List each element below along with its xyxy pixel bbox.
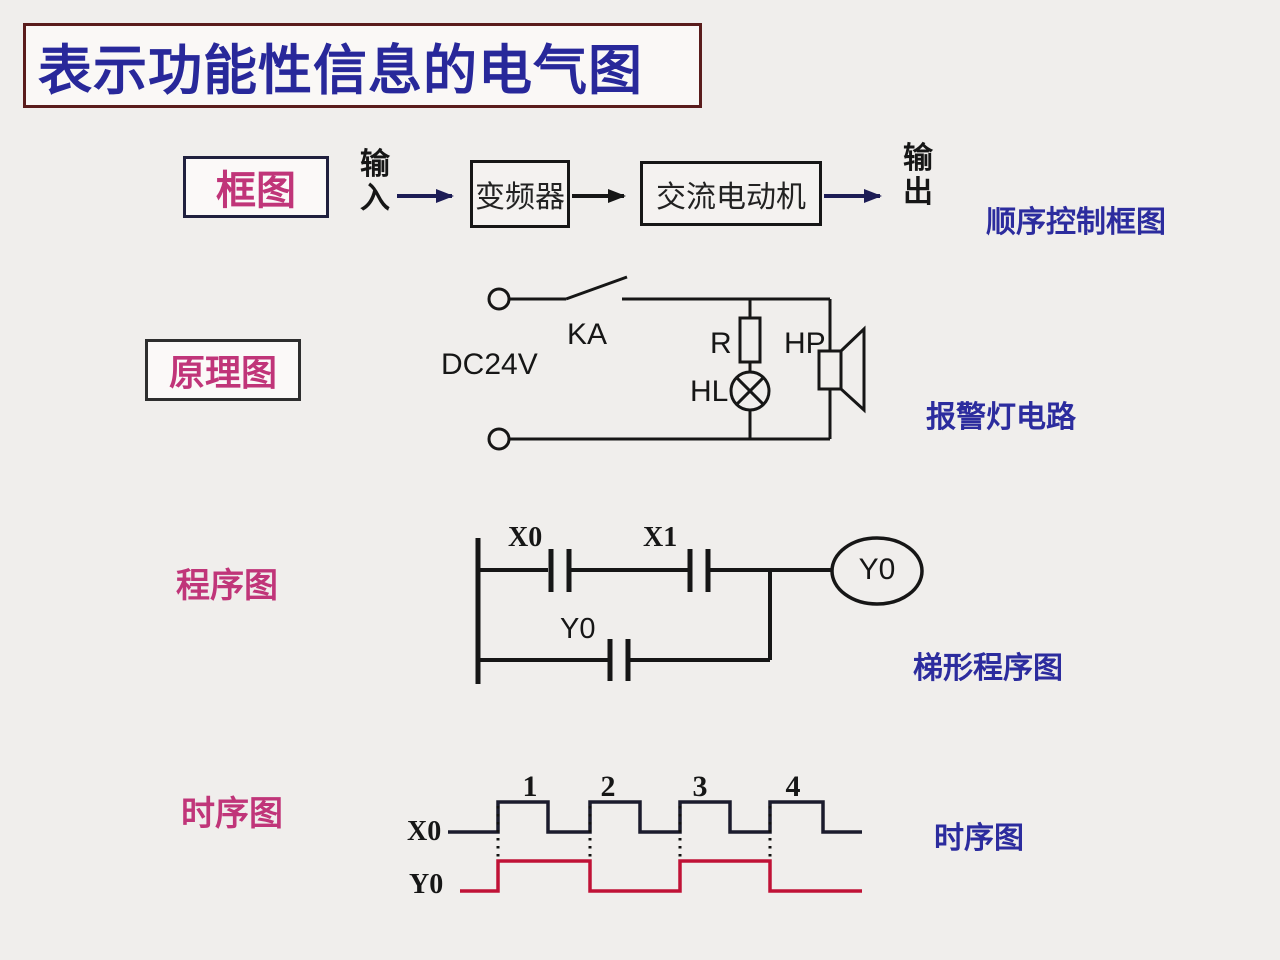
resistor-symbol — [738, 316, 762, 364]
resistor-label: R — [710, 327, 732, 360]
coil-y0-symbol — [830, 536, 924, 606]
switch-blade — [565, 275, 628, 301]
block-diagram-label-box: 框图 — [183, 156, 329, 218]
x0-waveform — [448, 800, 862, 834]
pulse-number-3: 3 — [692, 770, 708, 803]
timing-caption: 时序图 — [934, 822, 1024, 855]
pulse-number-1: 1 — [522, 770, 538, 803]
ladder-caption: 梯形程序图 — [913, 652, 1063, 685]
relay-contact-label: KA — [567, 318, 608, 351]
signal-x0-label: X0 — [407, 816, 442, 847]
pulse-number-4: 4 — [785, 770, 801, 803]
motor-box: 交流电动机 — [640, 161, 822, 226]
schematic-label: 原理图 — [168, 353, 277, 393]
coil-y0-label: Y0 — [858, 553, 896, 586]
power-label: DC24V — [441, 348, 538, 381]
timing-label: 时序图 — [181, 796, 283, 833]
output-label: 输出 — [903, 142, 933, 210]
signal-y0-label: Y0 — [409, 869, 444, 900]
speaker-horn — [839, 325, 866, 414]
block-diagram-caption: 顺序控制框图 — [986, 206, 1166, 239]
input-label: 输入 — [360, 148, 390, 216]
top-terminal — [487, 287, 511, 311]
schematic-caption: 报警灯电路 — [926, 401, 1076, 434]
converter-box: 变频器 — [470, 160, 570, 228]
pulse-number-2: 2 — [600, 770, 616, 803]
bottom-terminal — [487, 427, 511, 451]
speaker-label: HP — [784, 327, 826, 360]
page-title: 表示功能性信息的电气图 — [38, 41, 643, 101]
lamp-label: HL — [690, 375, 729, 408]
lamp-cross-2 — [735, 376, 765, 406]
block-diagram-label: 框图 — [216, 168, 296, 213]
y0-waveform — [460, 859, 862, 893]
contact-x0-label: X0 — [508, 522, 543, 553]
contact-x1-label: X1 — [643, 522, 678, 553]
ladder-label: 程序图 — [176, 568, 278, 605]
contact-y0-label: Y0 — [560, 613, 596, 645]
schematic-label-box: 原理图 — [145, 339, 301, 401]
title-box: 表示功能性信息的电气图 — [23, 23, 702, 108]
